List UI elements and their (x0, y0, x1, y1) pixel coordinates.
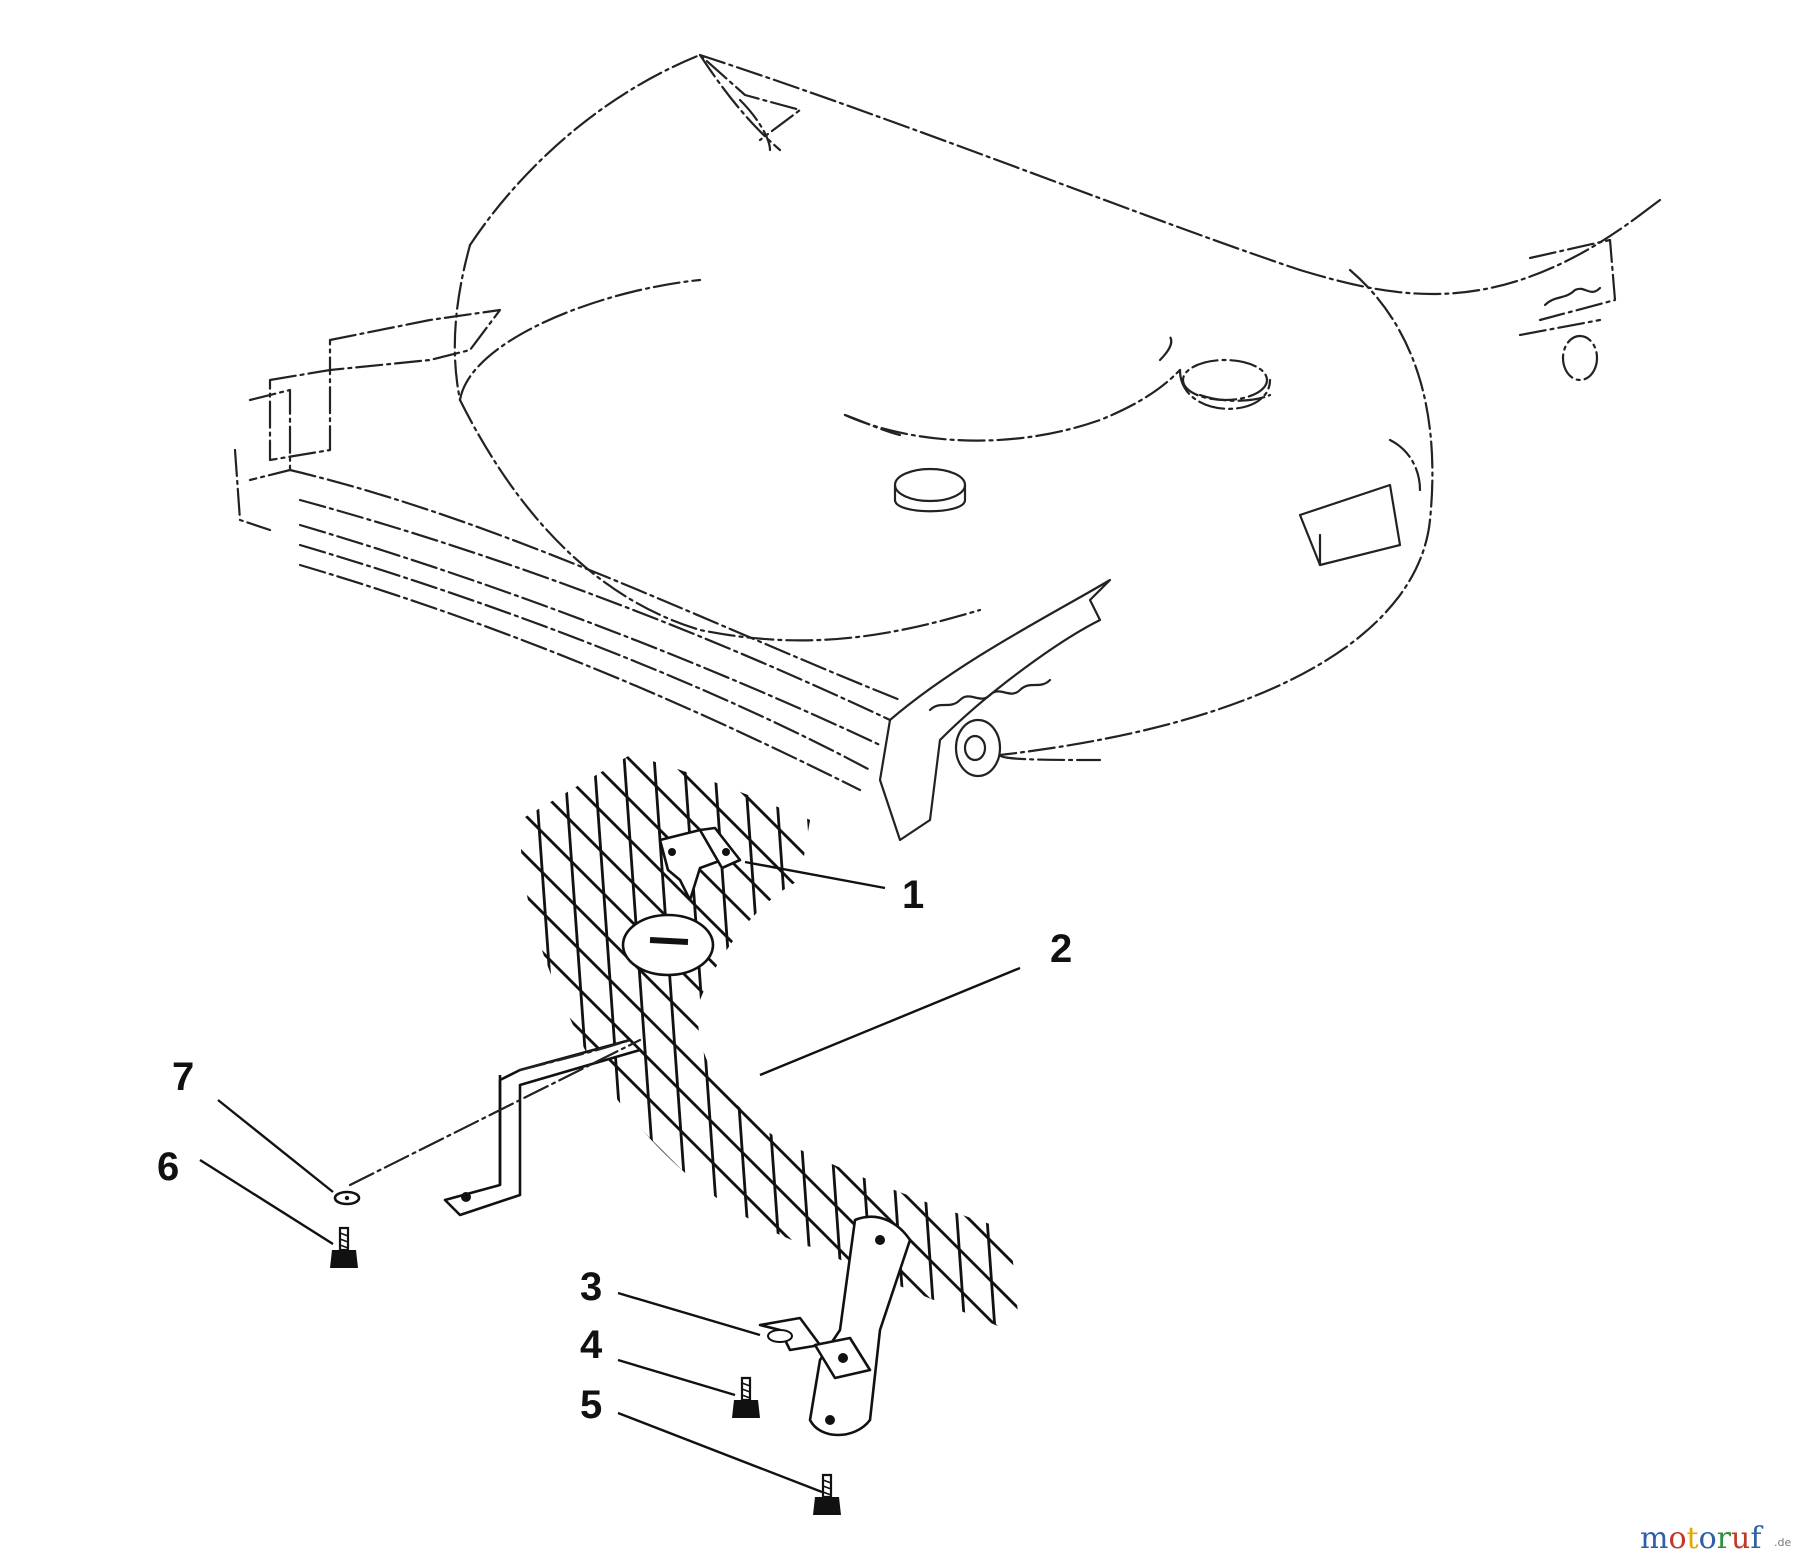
watermark-suffix: .de (1774, 1536, 1791, 1549)
watermark-logo: motoruf (1640, 1521, 1763, 1556)
callout-1: 1 (902, 873, 924, 917)
upper-bracket-part (658, 826, 742, 902)
screw-part-5 (813, 1473, 841, 1515)
callout-5: 5 (580, 1383, 602, 1427)
screw-part-4 (732, 1376, 760, 1418)
callout-3: 3 (580, 1265, 602, 1309)
callout-4: 4 (580, 1323, 603, 1367)
slotted-clamp-part (758, 1316, 872, 1380)
wm-letter-4: r (1717, 1521, 1732, 1556)
wm-letter-5: u (1731, 1521, 1750, 1556)
wm-letter-1: o (1668, 1521, 1686, 1556)
right-mesh-bracket (808, 1215, 912, 1437)
callout-7: 7 (172, 1055, 194, 1099)
mower-deck-outline (233, 53, 1662, 842)
wm-letter-3: o (1699, 1521, 1717, 1556)
mesh-slot (621, 913, 715, 977)
leader-lines (199, 860, 1021, 1494)
assembly-line (348, 1038, 642, 1187)
wire-mesh-screen (520, 755, 1020, 1335)
washer-part-7 (333, 1190, 361, 1206)
wm-letter-0: m (1640, 1521, 1668, 1556)
wm-letter-2: t (1687, 1521, 1699, 1556)
callout-2: 2 (1050, 927, 1072, 971)
left-mesh-bracket (443, 1038, 642, 1217)
screw-part-6 (330, 1226, 358, 1268)
wm-letter-6: f (1750, 1521, 1763, 1556)
callout-6: 6 (157, 1145, 179, 1189)
